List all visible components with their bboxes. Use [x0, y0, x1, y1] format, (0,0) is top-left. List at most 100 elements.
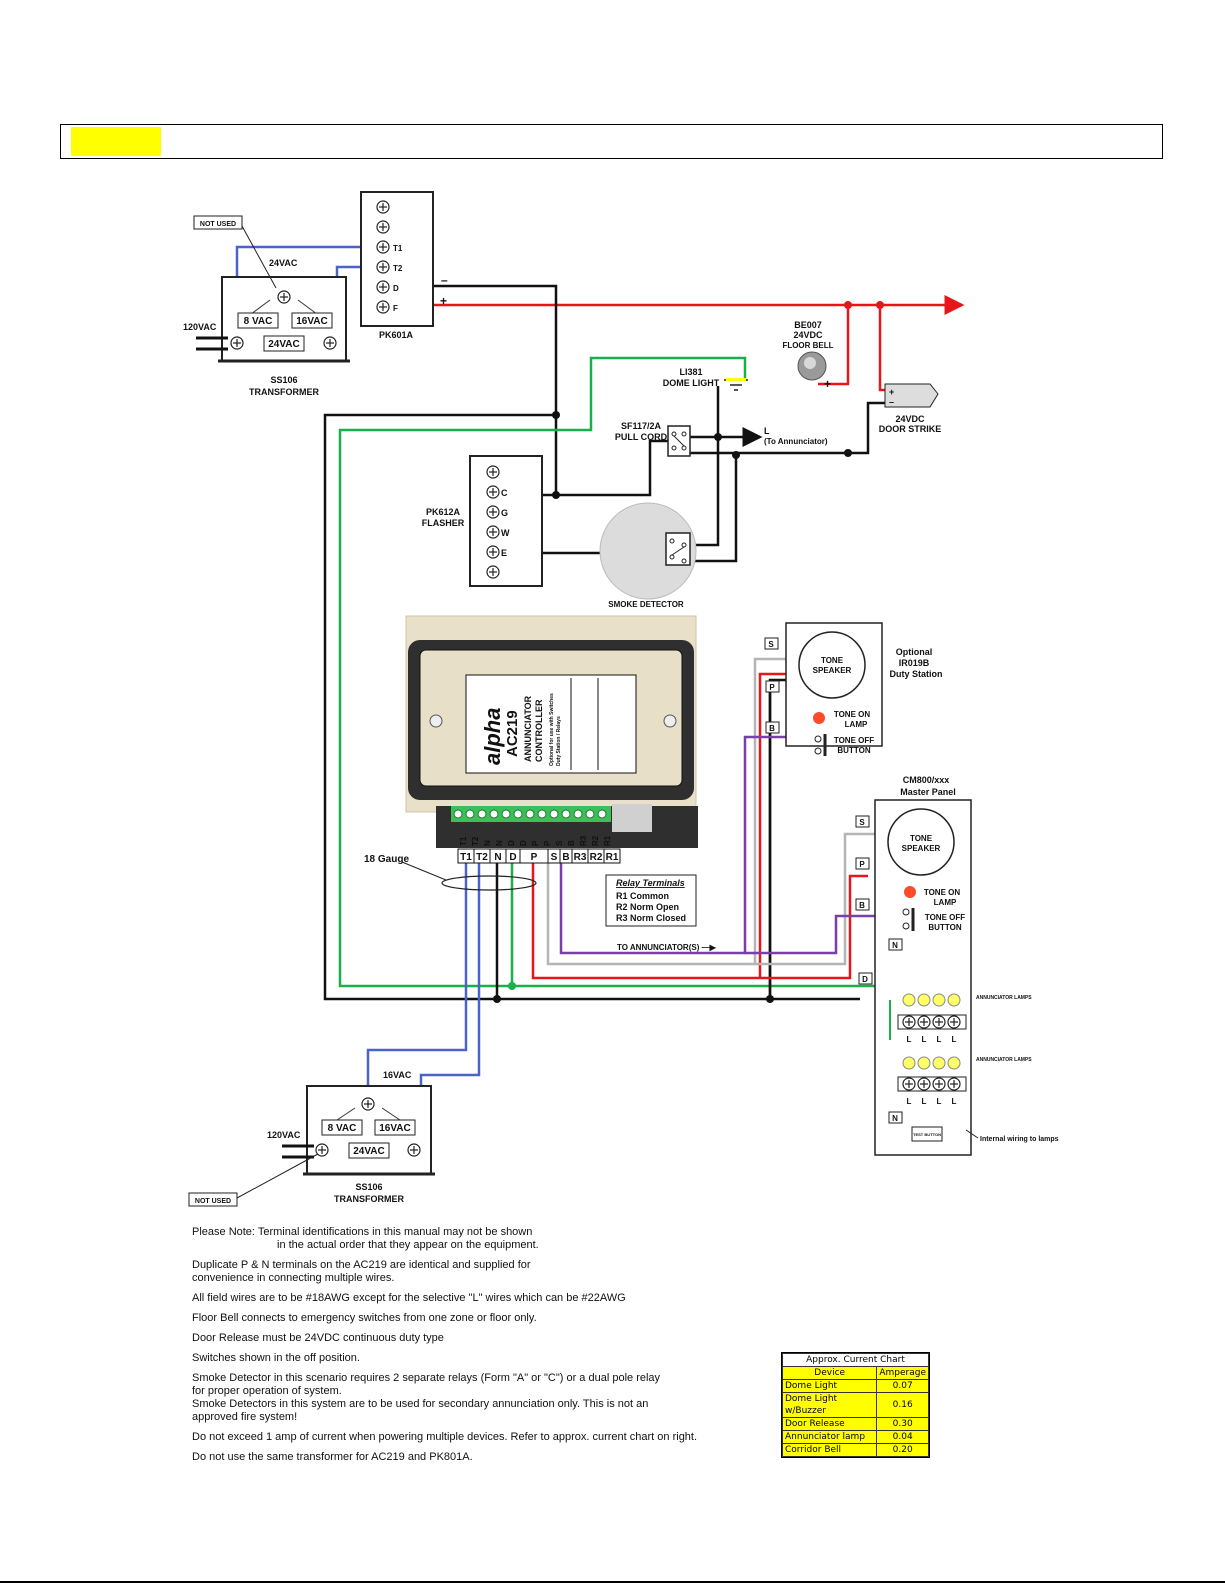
- tx-top-model: SS106: [270, 375, 297, 385]
- ac219-top-term-3: N: [483, 840, 492, 846]
- wire-black-left: [323, 413, 860, 1001]
- duty-s: S: [768, 640, 774, 649]
- tx-bot-not-used: NOT USED: [195, 1198, 231, 1205]
- cord-to-ann: (To Annunciator): [764, 437, 828, 446]
- flasher-e: E: [501, 548, 507, 558]
- tx-bot-16vac-out: 16VAC: [383, 1070, 412, 1080]
- pk601a-t2: T2: [393, 264, 403, 273]
- duty-button: BUTTON: [837, 746, 870, 755]
- table-row: Door Release 0.30: [781, 1417, 929, 1431]
- ac219-terminal-strip: T1 T2 N D P S B R3 R2 R1: [457, 848, 621, 864]
- ac219-top-term-6: D: [519, 840, 528, 846]
- tx-top-24vac-box: 24VAC: [268, 339, 300, 350]
- strike-voltage: 24VDC: [895, 414, 925, 424]
- door-strike: + – 24VDC DOOR STRIKE: [879, 383, 942, 434]
- ac219-term-p: P: [531, 852, 538, 863]
- duty-tone-on: TONE ON: [834, 710, 871, 719]
- cc-device: Annunciator lamp: [781, 1430, 878, 1444]
- note-1: Please Note: Terminal identifications in…: [192, 1226, 533, 1238]
- wire-blue-bot1: [366, 859, 468, 1100]
- tx-bot-name: TRANSFORMER: [334, 1194, 404, 1204]
- tx-top-name: TRANSFORMER: [249, 387, 319, 397]
- master-l-7: L: [937, 1097, 942, 1106]
- note-6: Switches shown in the off position.: [192, 1352, 360, 1364]
- flasher-c: C: [501, 488, 508, 498]
- master-p: P: [859, 860, 865, 869]
- duty-model: IR019B: [899, 658, 930, 668]
- master-ann-lamps-2: ANNUNCIATOR LAMPS: [976, 1057, 1032, 1063]
- duty-speaker: SPEAKER: [813, 666, 852, 675]
- pk601a-model: PK601A: [379, 330, 414, 340]
- master-s: S: [859, 818, 865, 827]
- wire-red-p2: [758, 672, 790, 978]
- wire-red-strike: [878, 305, 888, 392]
- notes-section: Please Note: Terminal identifications in…: [192, 1226, 752, 1471]
- ac219-line1: ANNUNCIATOR: [523, 695, 533, 762]
- master-name: Master Panel: [900, 787, 956, 797]
- duty-station: TONE SPEAKER S P B TONE ON LAMP TONE OFF…: [764, 622, 943, 756]
- ac219-top-term-7: P: [531, 840, 540, 846]
- pk612a-flasher: C G W E PK612A FLASHER: [422, 455, 543, 587]
- table-row: Corridor Bell 0.20: [781, 1443, 929, 1457]
- master-speaker: SPEAKER: [902, 844, 941, 853]
- tx-bot-model: SS106: [355, 1182, 382, 1192]
- duty-lamp: LAMP: [845, 720, 868, 729]
- ac219-top-term-5: D: [507, 840, 516, 846]
- note-1-cont: in the actual order that they appear on …: [277, 1239, 539, 1251]
- ac219-top-term-8: P: [543, 840, 552, 846]
- pk601a-plus: +: [440, 294, 447, 308]
- master-test-button: TEST BUTTON: [913, 1132, 941, 1137]
- duty-name: Duty Station: [890, 669, 943, 679]
- cc-amps: 0.16: [876, 1392, 929, 1418]
- gauge-callout: 18 Gauge: [364, 854, 537, 891]
- master-tone-off: TONE OFF: [925, 913, 965, 922]
- ac219-small2: Duty Station / Relays: [556, 716, 562, 766]
- gauge-label: 18 Gauge: [364, 854, 409, 865]
- ac219-term-b: B: [562, 852, 569, 863]
- master-l-3: L: [937, 1035, 942, 1044]
- pull-cord: SF117/2A PULL CORD L (To Annunciator): [615, 421, 828, 457]
- ac219-top-term-13: R1: [603, 835, 612, 846]
- tx-bot-24vac: 24VAC: [353, 1146, 385, 1157]
- ac219-top-term-10: B: [567, 840, 576, 846]
- ac219-top-term-1: T1: [459, 836, 468, 846]
- bottom-rule: [0, 1581, 1225, 1583]
- current-chart-col-amperage: Amperage: [876, 1366, 929, 1380]
- cord-model: SF117/2A: [621, 421, 662, 431]
- note-4: Floor Bell connects to emergency switche…: [192, 1312, 537, 1324]
- smoke-name: SMOKE DETECTOR: [608, 600, 684, 609]
- ac219-line2: CONTROLLER: [534, 699, 544, 762]
- wire-black-smoke2: [690, 455, 738, 563]
- pk601a-t1: T1: [393, 244, 403, 253]
- ac219-term-n: N: [494, 852, 501, 863]
- master-ann-lamps-1: ANNUNCIATOR LAMPS: [976, 995, 1032, 1001]
- dome-light: LI381 DOME LIGHT: [663, 367, 748, 391]
- tx-bot-8vac: 8 VAC: [328, 1123, 357, 1134]
- note-9: Do not exceed 1 amp of current when powe…: [192, 1431, 698, 1443]
- transformer-top: 8 VAC 16VAC 24VAC 120VAC 24VAC SS106 TRA…: [183, 215, 350, 397]
- table-row: Dome Light w/Buzzer 0.16: [781, 1392, 929, 1418]
- table-row: Dome Light 0.07: [781, 1379, 929, 1393]
- master-lamp: LAMP: [934, 898, 957, 907]
- table-row: Annunciator lamp 0.04: [781, 1430, 929, 1444]
- wire-gray-s2: [755, 832, 878, 966]
- ac219-top-term-12: R2: [591, 835, 600, 846]
- ac219-term-r1: R1: [606, 852, 619, 863]
- master-n: N: [892, 941, 898, 950]
- master-panel: CM800/xxx Master Panel TONE SPEAKER S P …: [855, 775, 1059, 1156]
- master-l-8: L: [952, 1097, 957, 1106]
- ac219-brand: alpha: [480, 708, 505, 765]
- flasher-name: FLASHER: [422, 518, 465, 528]
- transformer-bottom: 8 VAC 16VAC 24VAC 120VAC 16VAC SS106 TRA…: [188, 1070, 435, 1207]
- master-d: D: [862, 975, 868, 984]
- ac219-term-r3: R3: [574, 852, 587, 863]
- tx-bot-16vac: 16VAC: [379, 1123, 411, 1134]
- flasher-w: W: [501, 528, 510, 538]
- ac219-top-term-4: N: [495, 840, 504, 846]
- current-chart: Approx. Current Chart Device Amperage Do…: [781, 1352, 930, 1458]
- strike-name: DOOR STRIKE: [879, 424, 942, 434]
- flasher-g: G: [501, 508, 508, 518]
- wire-red-p: [531, 859, 868, 980]
- master-tone: TONE: [910, 834, 933, 843]
